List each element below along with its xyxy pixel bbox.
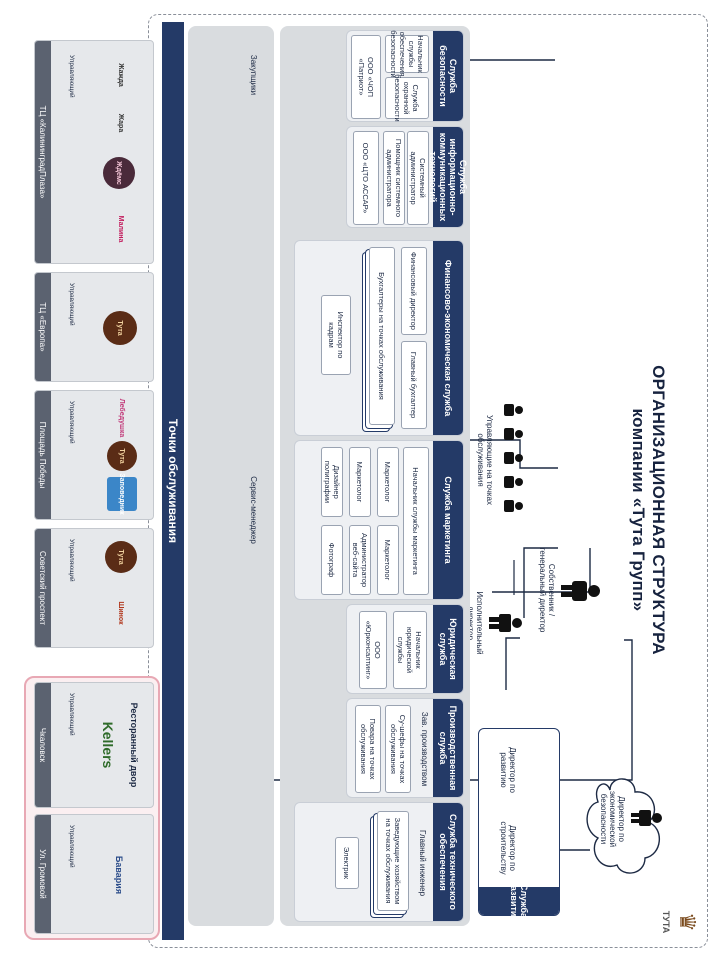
dept-legal: Юридическая служба Начальник юридической… [346, 604, 464, 694]
finance-role-hr-inspector: Инспектор по кадрам [321, 295, 351, 375]
technical-role-chief-engineer: Главный инженер [418, 829, 427, 897]
slide-title-line1: ОРГАНИЗАЦИОННАЯ СТРУКТУРА [649, 365, 668, 655]
venue-logo: Ждёмс [103, 157, 135, 189]
dept-security-title: Служба безопасности [433, 31, 463, 121]
dept-finance: Финансово-экономическая служба Финансовы… [294, 240, 464, 436]
venue-manager-label: Управляющий [68, 283, 75, 326]
venue-manager-label: Управляющий [68, 825, 75, 868]
venue-logo: Лебедушка [118, 398, 126, 438]
lion-icon: ♛ [675, 912, 700, 932]
dept-production: Производственная служба Зав. производств… [346, 698, 464, 798]
dept-marketing: Служба маркетинга Начальник службы марке… [294, 440, 464, 600]
slide-title-line2: компании «Тута Групп» [629, 408, 648, 612]
it-contractor: ООО «ЦТО АССАР» [353, 131, 379, 225]
dept-production-title: Производственная служба [433, 699, 463, 797]
dept-it: Служба информационно-коммуникационных те… [346, 126, 468, 228]
venue-title: ТЦ «КалининградПлаза» [35, 41, 51, 263]
venue-logo: Шинок [117, 601, 125, 625]
production-role-sous-chefs: Су-шефы на точках обслуживания [385, 705, 411, 793]
technical-role-housekeepers: Заведующие хозяйством на точках обслужив… [377, 811, 409, 911]
venue-logo: Бавария [114, 855, 125, 895]
marketing-role-web-admin: Администратор веб-сайта [349, 525, 371, 595]
venue-logo: Тута [105, 541, 137, 573]
points-band: Точки обслуживания [162, 22, 184, 940]
marketing-role-marketer-3: Маркетолог [349, 447, 371, 517]
venue-title: Ул. Громовой [35, 815, 51, 933]
venue-title: Площадь Победы [35, 391, 51, 519]
cloud-shape [586, 778, 660, 874]
venue-evropa: ТЦ «Европа» Управляющий Тута [34, 272, 154, 382]
venue-logo: Тута [103, 311, 137, 345]
marketing-role-print-designer: Дизайнер полиграфии [321, 447, 343, 517]
owner-label: Собственник / генеральный директор [538, 547, 556, 633]
security-role-chief: Начальник службы обеспечения безопасност… [385, 30, 429, 78]
exec-director-person-icon [489, 614, 522, 632]
owner-person-icon [561, 581, 600, 601]
production-role-cooks: Повара на точках обслуживания [355, 705, 381, 793]
point-managers-icons [504, 404, 523, 512]
service-manager-label: Сервис-менеджер [249, 476, 258, 544]
it-role-assistant: Помощник системного администратора [383, 131, 405, 225]
company-logo: ♛ ТУТА [661, 898, 700, 946]
venue-title: Советский проспект [35, 529, 51, 647]
eco-security-person-icon [631, 810, 662, 826]
dept-technical-title: Служба технического обеспечения [433, 803, 463, 921]
legal-contractor: ООО «Юрконсалтинг» [359, 611, 387, 689]
buyers-label: Закупщики [249, 54, 258, 96]
venue-ploshchad-pobedy: Площадь Победы Управляющий Лебедушка Тут… [34, 390, 154, 520]
venue-logo: Заповедник [107, 473, 137, 515]
venue-logo: Ресторанный двор [129, 702, 140, 788]
dept-development-title-text: Служба развития [509, 880, 529, 922]
service-staff-panel [188, 26, 274, 926]
venue-manager-label: Управляющий [68, 539, 75, 582]
technical-role-electrician: Электрик [335, 837, 359, 889]
point-managers-label: Управляющие на точках обслуживания [476, 415, 494, 505]
production-role-head: Зав. производством [420, 711, 429, 787]
security-role-guard: Служба охранной безопасности [385, 74, 429, 122]
it-role-sysadmin: Системный администратор [407, 131, 429, 225]
legal-role-head: Начальник юридической службы [393, 611, 427, 689]
venue-title: ТЦ «Европа» [35, 273, 51, 381]
venue-logo: Тута [107, 441, 137, 471]
venue-logo: Жара [117, 113, 125, 133]
marketing-role-marketer-1: Маркетолог [377, 447, 399, 517]
finance-role-chief-accountant: Главный бухгалтер [401, 341, 427, 429]
eco-security-label: Директор по экономической безопасности [599, 790, 626, 848]
dept-finance-title: Финансово-экономическая служба [433, 241, 463, 435]
dept-legal-title: Юридическая служба [433, 605, 463, 693]
development-role-director: Директор по развитию [499, 747, 517, 793]
logo-text: ТУТА [661, 910, 671, 934]
dept-it-title: Служба информационно-коммуникационных те… [428, 127, 468, 227]
venue-manager-label: Управляющий [68, 55, 75, 98]
dept-security: Служба безопасности Начальник службы обе… [346, 30, 464, 122]
point-managers-group: Управляющие на точках обслуживания [468, 400, 524, 520]
venue-manager-label: Управляющий [68, 693, 75, 736]
venue-ul-gromovoy: Ул. Громовой Управляющий Бавария [34, 814, 154, 934]
venue-logo: Жажда [117, 63, 125, 87]
slide-title: ОРГАНИЗАЦИОННАЯ СТРУКТУРА компании «Тута… [628, 330, 668, 690]
marketing-role-head: Начальник службы маркетинга [403, 447, 429, 595]
venue-sovetsky-prospekt: Советский проспект Управляющий Тута Шино… [34, 528, 154, 648]
marketing-role-photographer: Фотограф [321, 525, 343, 595]
finance-role-cfo: Финансовый директор [401, 247, 427, 335]
venue-chkalovsk: Чкаловск Управляющий Ресторанный двор Ke… [34, 682, 154, 808]
venue-manager-label: Управляющий [68, 401, 75, 444]
venue-logo: Kellers [100, 721, 117, 769]
finance-role-accountants: Бухгалтеры на точках обслуживания [369, 247, 395, 425]
venue-logo: Малина [117, 215, 125, 243]
development-role-construction: Директор по строительству [499, 821, 517, 875]
security-contractor: ООО «ЧОП «Патриот» [351, 35, 381, 119]
marketing-role-marketer-2: Маркетолог [377, 525, 399, 595]
dept-marketing-title: Служба маркетинга [433, 441, 463, 599]
dept-technical: Служба технического обеспечения Главный … [294, 802, 464, 922]
venue-title: Чкаловск [35, 683, 51, 807]
venue-kaliningradplaza: ТЦ «КалининградПлаза» Управляющий Жажда … [34, 40, 154, 264]
dept-development: Служба развития Директор по развитию Дир… [478, 728, 560, 922]
dept-development-title: Служба развития [479, 880, 559, 922]
